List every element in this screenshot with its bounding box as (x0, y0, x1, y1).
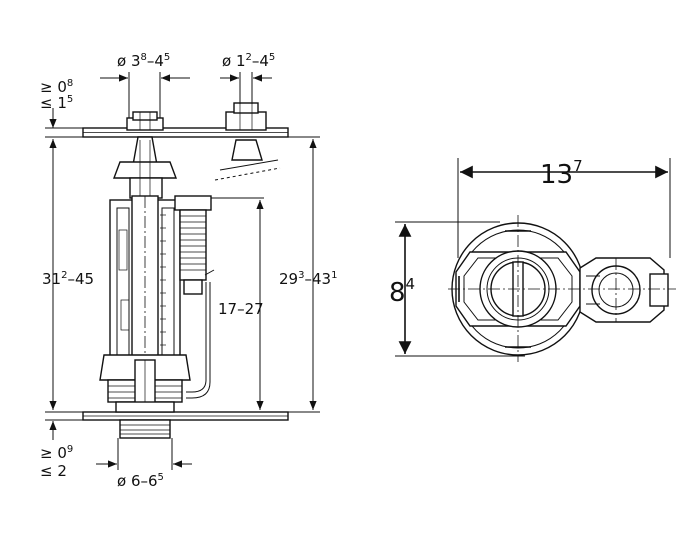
dim-bottom-tolerance (45, 419, 83, 440)
dia-bottom-label: ø 6–65 (117, 472, 164, 490)
dim-left-height (45, 136, 83, 413)
flush-actuator-nut (126, 111, 164, 131)
dia-left-label: ø 38–45 (117, 52, 170, 70)
dim-dia-right (220, 72, 272, 104)
plan-height-label: 84 (389, 275, 415, 308)
outlet-thread (115, 401, 175, 439)
mid-height-label: 17–27 (218, 300, 264, 318)
dim-plan-width (457, 158, 671, 258)
top-tolerance-le-text: ≤ 15 (40, 94, 73, 112)
flush-valve-base (99, 354, 191, 412)
plan-view: 137 84 (389, 157, 676, 362)
dim-right-height (288, 136, 320, 410)
flush-valve-riser (112, 136, 178, 200)
refill-valve-nut (214, 102, 281, 181)
refill-float-column (174, 195, 215, 399)
dim-left-height-label: 312–45 (42, 270, 94, 288)
height-scale-ticks (160, 214, 166, 346)
dim-dia-left (100, 72, 190, 118)
dim-top-tolerance (45, 108, 83, 129)
dim-dia-bottom (96, 438, 192, 470)
top-plate (82, 127, 289, 138)
top-tolerance-ge-text: ≥ 08 (40, 78, 73, 96)
plan-width-label: 137 (540, 157, 583, 190)
dim-plan-height (395, 221, 525, 357)
bottom-plate (82, 411, 289, 421)
right-height-label: 293–431 (279, 270, 337, 288)
flush-valve-body (109, 195, 181, 410)
dia-right-label: ø 12–45 (222, 52, 275, 70)
side-elevation-view: 312–45 ≥ 08 ≤ 15 ≥ 09 ≤ 2 ø 38–45 (40, 52, 337, 490)
bottom-tolerance-ge-text: ≥ 09 (40, 444, 73, 462)
plan-refill-valve (579, 257, 669, 323)
bottom-tolerance-le-text: ≤ 2 (40, 462, 67, 480)
